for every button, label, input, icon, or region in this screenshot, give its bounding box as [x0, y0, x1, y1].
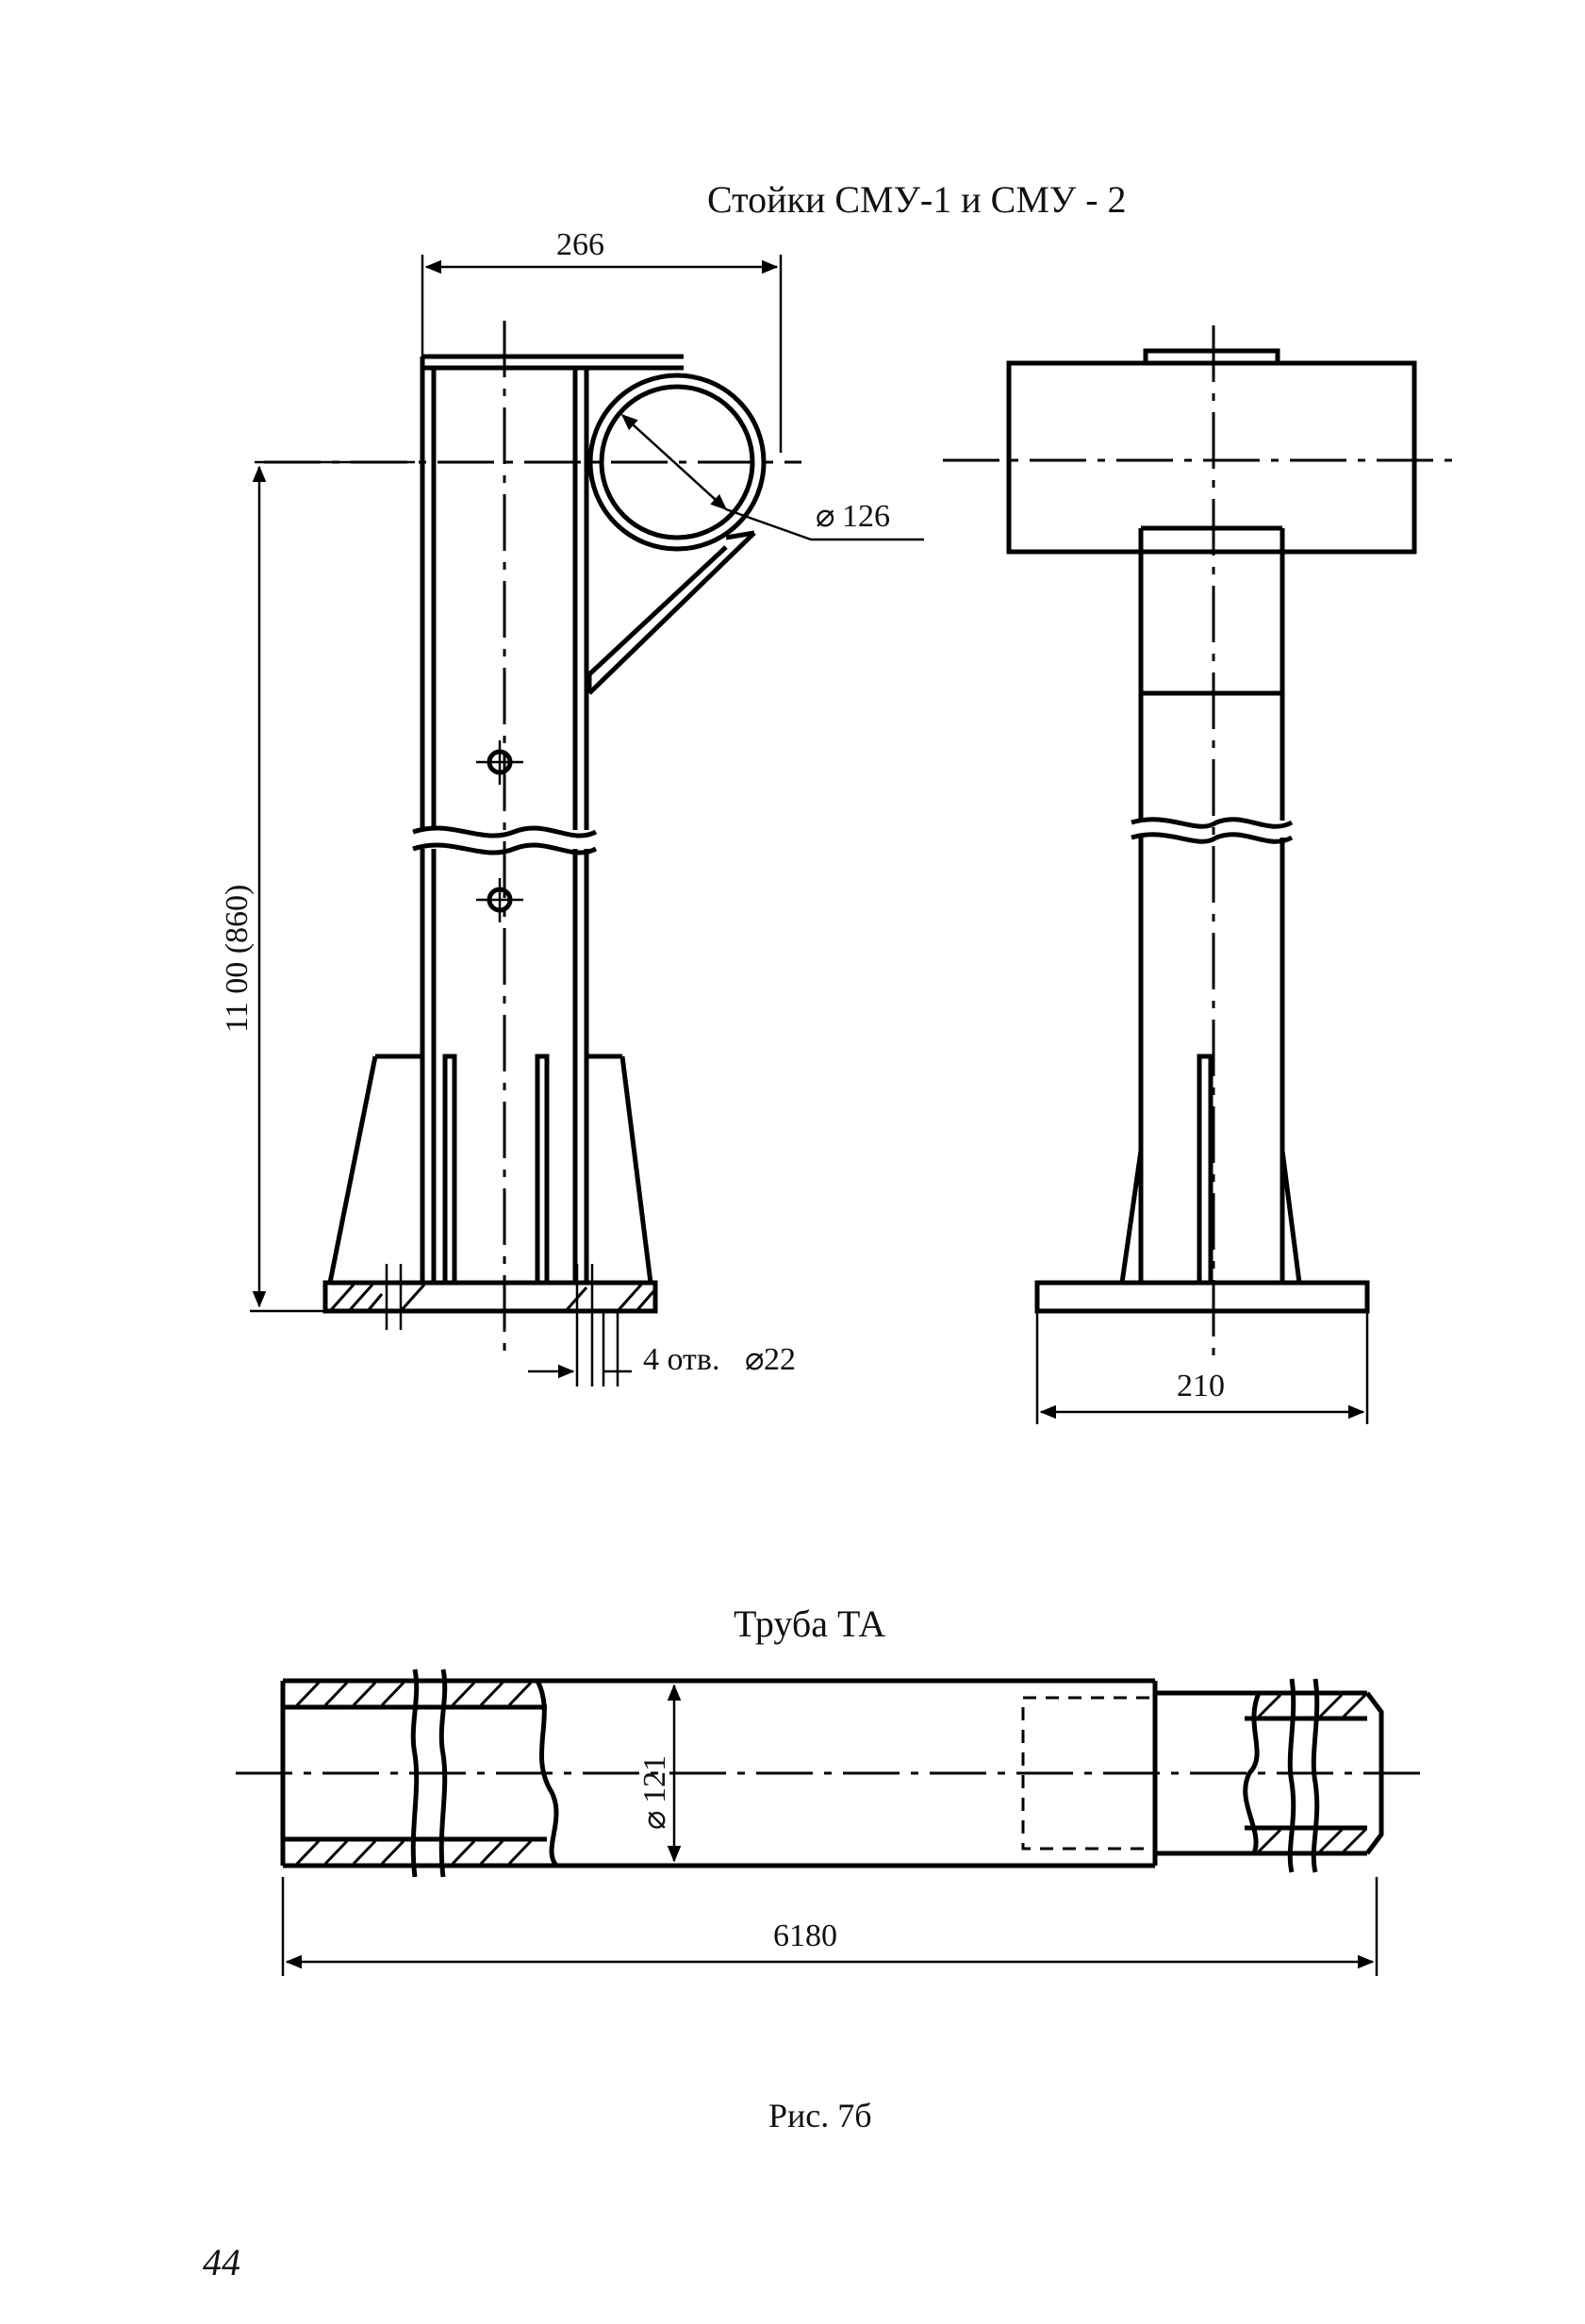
- dim-width-label: 266: [556, 227, 604, 262]
- dim-pipe-dia-label: 126: [842, 499, 890, 534]
- dim-hole-dia-label: 22: [764, 1342, 796, 1377]
- stand-front-view: 266: [220, 227, 924, 1386]
- dim-hole-dia-symbol: ⌀: [745, 1342, 764, 1377]
- pipe-title: Труба ТА: [734, 1602, 885, 1645]
- column-hole-top: [476, 740, 523, 785]
- pipe-length-label: 6180: [773, 1918, 837, 1953]
- figure-caption: Рис. 7б: [768, 2097, 872, 2134]
- stand-title: Стойки СМУ-1 и СМУ - 2: [707, 178, 1127, 221]
- stand-side-view: 210: [943, 325, 1452, 1424]
- pipe-dia-symbol: ⌀: [637, 1811, 672, 1830]
- dim-holes-label: 4 отв.: [643, 1342, 719, 1377]
- dim-base-label: 210: [1177, 1369, 1225, 1403]
- pipe-view: ⌀ 121 6180: [236, 1668, 1424, 1976]
- page-number: 44: [203, 2241, 240, 2283]
- pipe-ring: ⌀ 126: [586, 373, 924, 695]
- dim-height-label: 11 00 (860): [220, 885, 255, 1033]
- pipe-dia-label: 121: [637, 1755, 672, 1803]
- dim-pipe-dia-symbol: ⌀: [816, 499, 834, 534]
- column-hole-bottom: [476, 878, 523, 922]
